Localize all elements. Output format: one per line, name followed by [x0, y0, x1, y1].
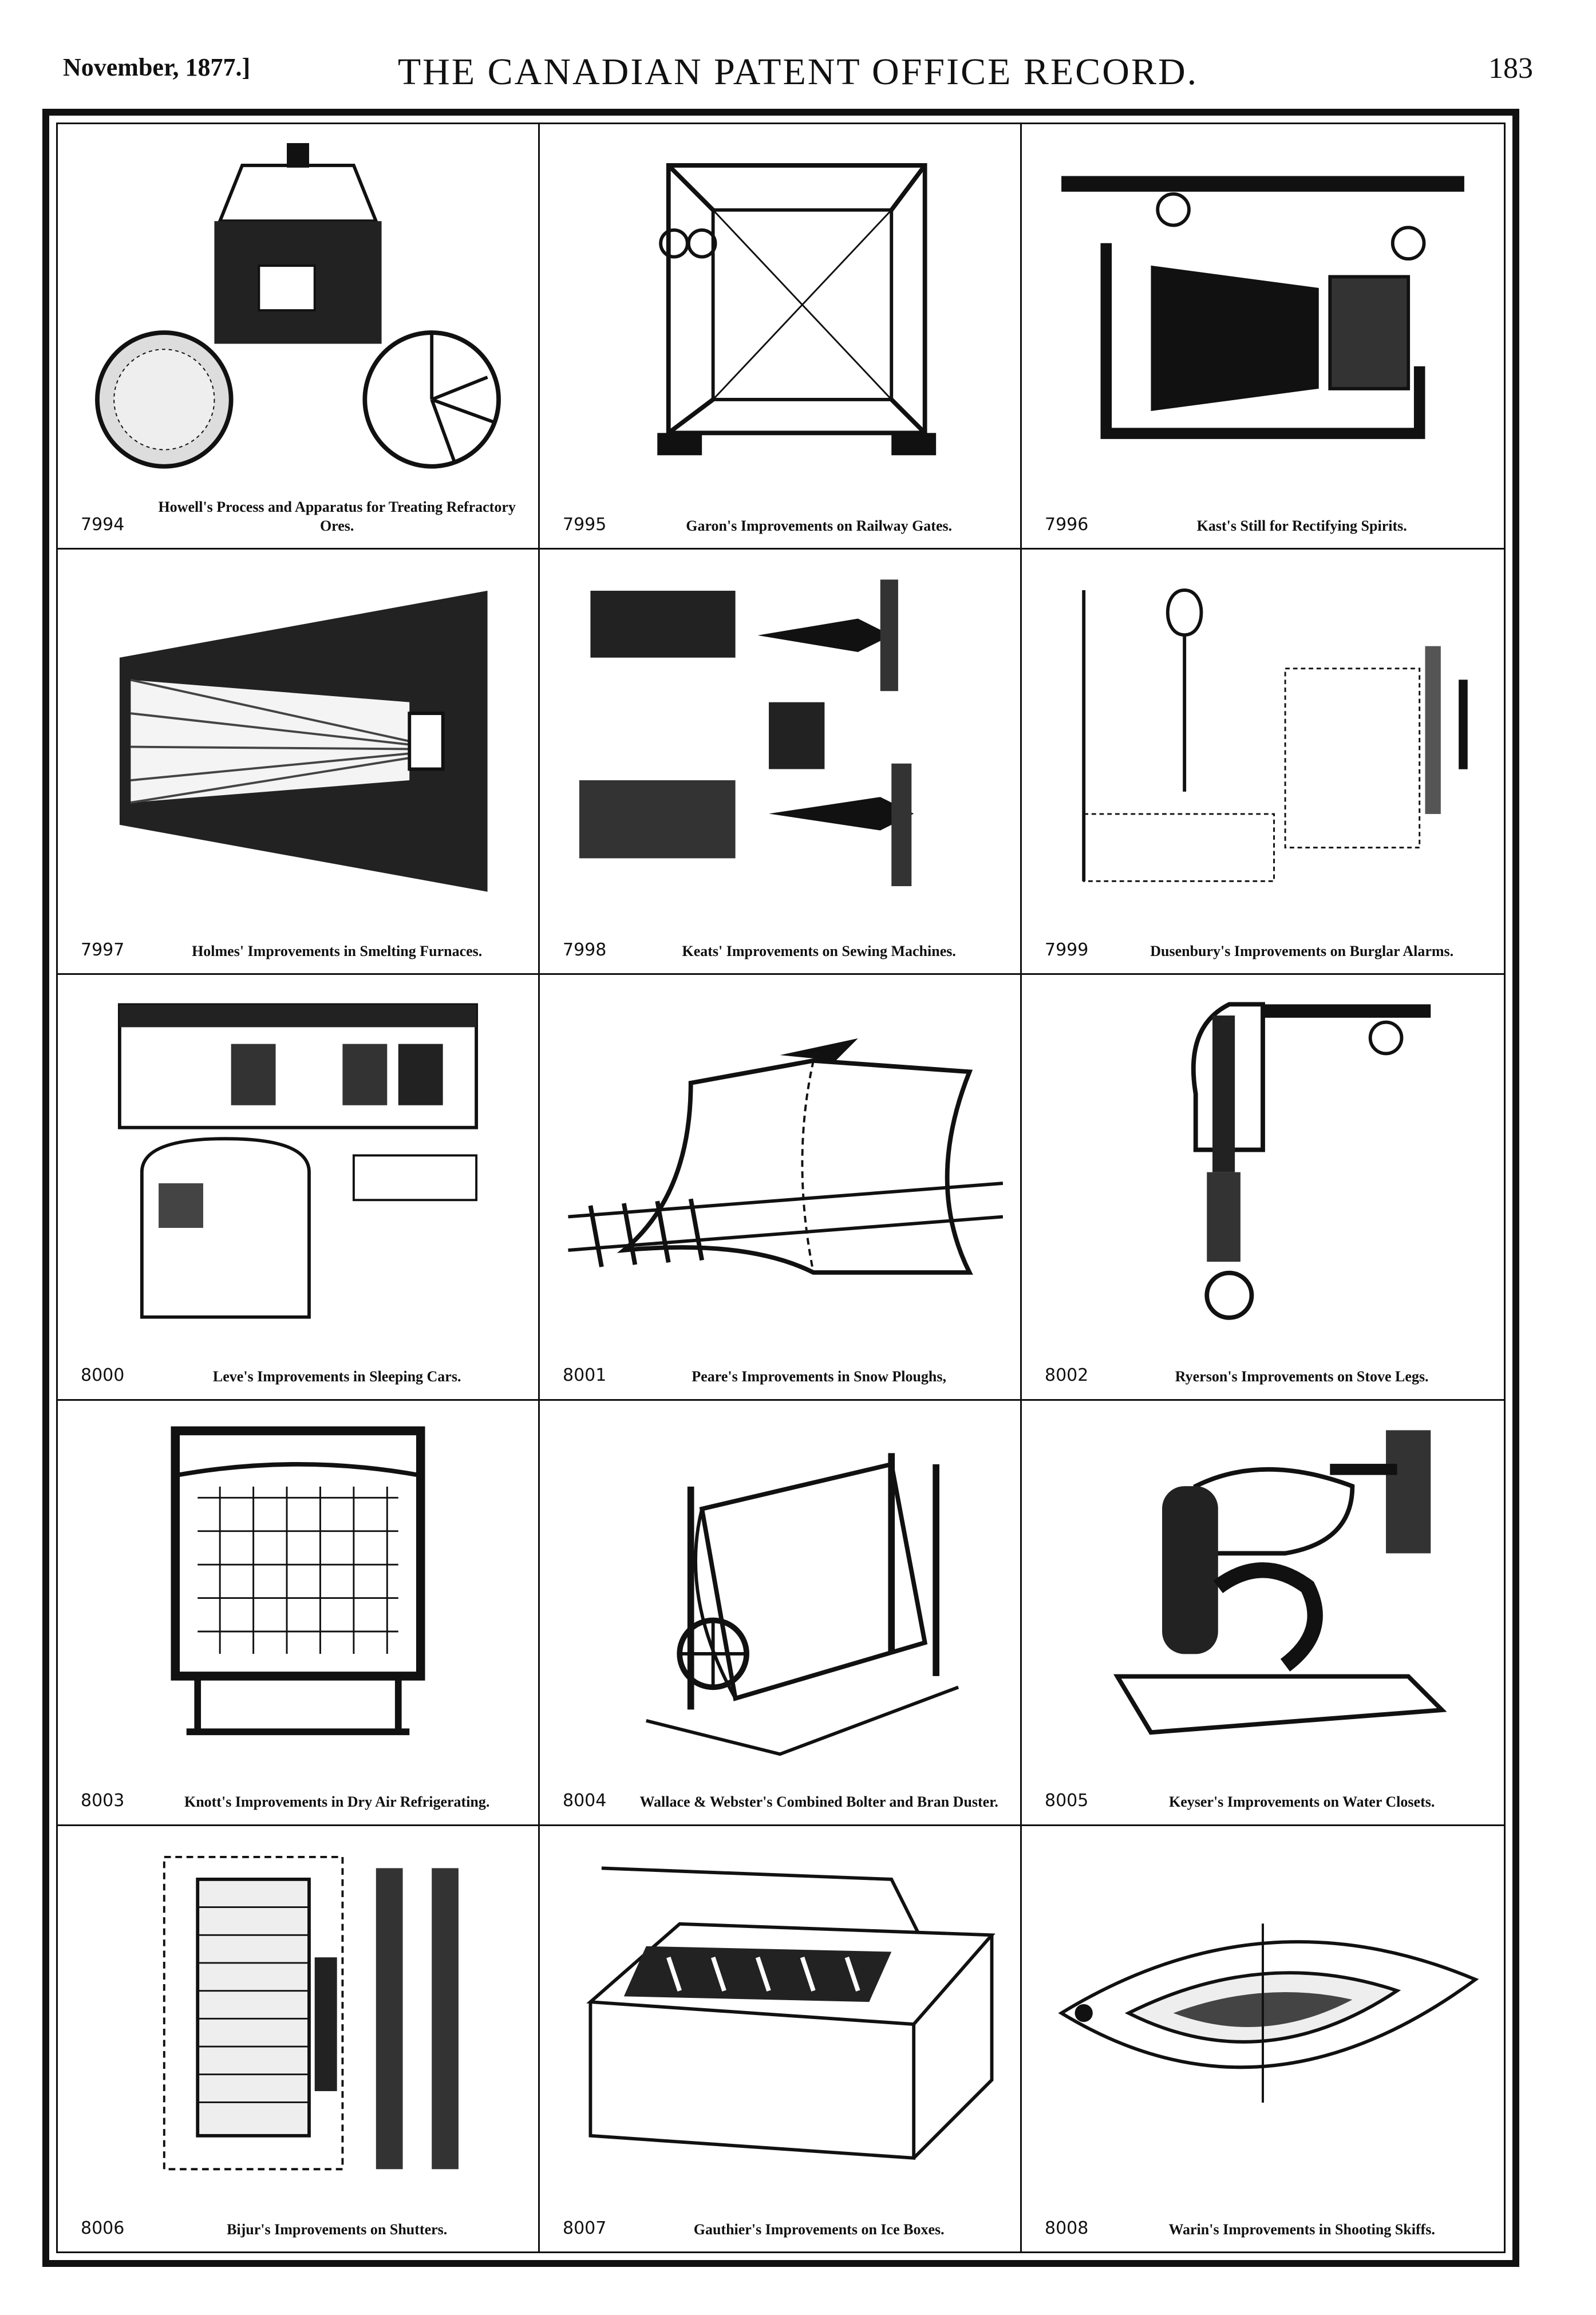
- patent-title: Knott's Improvements in Dry Air Refriger…: [184, 1793, 490, 1811]
- ice-box-figure: [557, 1838, 1003, 2188]
- patent-cell: 8007 Gauthier's Improvements on Ice Boxes…: [540, 1826, 1022, 2251]
- patent-number: 8008: [1045, 2218, 1089, 2238]
- patent-number: 7999: [1045, 939, 1089, 960]
- patent-number: 8000: [81, 1365, 125, 1386]
- patent-cell: 8004 Wallace & Webster's Combined Bolter …: [540, 1400, 1022, 1826]
- patent-cell: 7994 Howell's Process and Apparatus for T…: [58, 124, 540, 550]
- patent-cell: 8003 Knott's Improvements in Dry Air Refr…: [58, 1400, 540, 1826]
- gate-figure: [557, 136, 1003, 485]
- patent-cell: 7998 Keats' Improvements on Sewing Machin…: [540, 550, 1022, 975]
- patent-title: Holmes' Improvements in Smelting Furnace…: [192, 942, 483, 959]
- patent-number: 7995: [563, 514, 607, 535]
- refrigerator-figure: [75, 1412, 521, 1761]
- patent-number: 8004: [563, 1791, 607, 1811]
- patent-number: 8006: [81, 2218, 125, 2238]
- patent-title: Warin's Improvements in Shooting Skiffs.: [1168, 2221, 1435, 2238]
- patent-number: 8001: [563, 1365, 607, 1386]
- patent-title: Ryerson's Improvements on Stove Legs.: [1175, 1368, 1429, 1385]
- patent-number: 8005: [1045, 1791, 1089, 1811]
- plate-frame: 7994 Howell's Process and Apparatus for T…: [42, 109, 1519, 2267]
- patent-number: 8003: [81, 1791, 125, 1811]
- patent-title: Kast's Still for Rectifying Spirits.: [1196, 517, 1407, 534]
- patent-cell: 8000 Leve's Improvements in Sleeping Cars…: [58, 975, 540, 1401]
- patent-cell: 7996 Kast's Still for Rectifying Spirits.: [1022, 124, 1504, 550]
- patent-title: Keats' Improvements on Sewing Machines.: [682, 942, 956, 959]
- patent-title: Gauthier's Improvements on Ice Boxes.: [693, 2221, 945, 2238]
- patent-cell: 8005 Keyser's Improvements on Water Close…: [1022, 1401, 1504, 1826]
- patent-cell: 7997 Holmes' Improvements in Smelting Fur…: [58, 550, 540, 975]
- patent-title: Garon's Improvements on Railway Gates.: [686, 517, 953, 534]
- still-figure: [1039, 136, 1487, 485]
- patent-title: Dusenbury's Improvements on Burglar Alar…: [1150, 942, 1454, 959]
- patent-title: Leve's Improvements in Sleeping Cars.: [212, 1368, 461, 1385]
- patent-title: Peare's Improvements in Snow Ploughs,: [692, 1368, 947, 1385]
- patent-number: 8002: [1045, 1365, 1089, 1386]
- patent-cell: 7995 Garon's Improvements on Railway Gate…: [540, 124, 1022, 550]
- patent-cell: 8001 Peare's Improvements in Snow Ploughs…: [540, 975, 1022, 1401]
- patent-title: Bijur's Improvements on Shutters.: [227, 2221, 448, 2238]
- snow-plough-figure: [557, 986, 1004, 1336]
- shutter-figure: [75, 1838, 521, 2188]
- bolter-figure: [557, 1412, 1003, 1761]
- sleeping-car-figure: [75, 986, 521, 1336]
- patent-number: 7997: [81, 939, 125, 960]
- patent-cell: 8008 Warin's Improvements in Shooting Ski…: [1022, 1826, 1504, 2251]
- issue-date: November, 1877.]: [63, 53, 251, 81]
- patent-grid: 7994 Howell's Process and Apparatus for T…: [58, 124, 1504, 2251]
- sewing-machine-figure: [557, 561, 1003, 910]
- patent-number: 7996: [1045, 514, 1089, 535]
- page-number: 183: [1488, 52, 1533, 85]
- smelting-furnace-figure: [75, 561, 521, 910]
- patent-title: Howell's Process and Apparatus for Treat…: [158, 499, 516, 534]
- publication-title: THE CANADIAN PATENT OFFICE RECORD.: [397, 51, 1199, 93]
- burglar-alarm-figure: [1039, 561, 1487, 910]
- patent-number: 8007: [563, 2218, 607, 2238]
- patent-cell: 8002 Ryerson's Improvements on Stove Legs…: [1022, 975, 1504, 1401]
- patent-title: Keyser's Improvements on Water Closets.: [1169, 1793, 1435, 1811]
- water-closet-figure: [1039, 1412, 1487, 1761]
- skiff-figure: [1039, 1838, 1487, 2188]
- page-header: November, 1877.] THE CANADIAN PATENT OFF…: [0, 0, 1596, 103]
- furnace-figure: [75, 136, 521, 485]
- patent-number: 7998: [563, 939, 607, 960]
- patent-cell: 7999 Dusenbury's Improvements on Burglar …: [1022, 550, 1504, 975]
- patent-title: Wallace & Webster's Combined Bolter and …: [639, 1793, 998, 1811]
- patent-number: 7994: [81, 514, 125, 535]
- patent-cell: 8006 Bijur's Improvements on Shutters.: [58, 1826, 540, 2251]
- stove-leg-figure: [1039, 986, 1487, 1336]
